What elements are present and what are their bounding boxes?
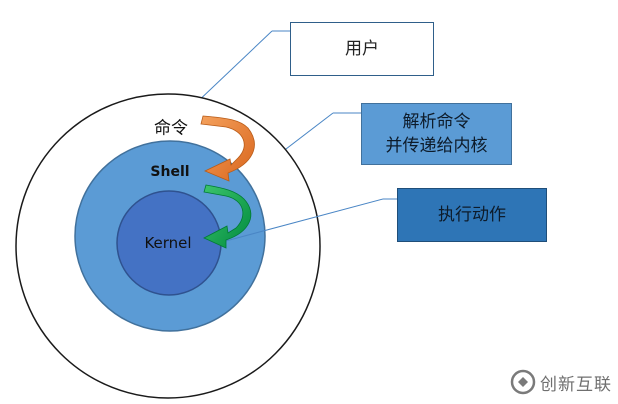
user-callout-box: 用户 — [290, 22, 434, 76]
parse-command-callout-box: 解析命令 并传递给内核 — [361, 103, 512, 165]
watermark: 创新互联 — [510, 360, 618, 404]
parse-callout-line-2: 并传递给内核 — [385, 136, 488, 156]
watermark-text: 创新互联 — [540, 374, 612, 395]
command-label: 命令 — [154, 118, 188, 139]
parse-callout-line-1: 解析命令 — [402, 112, 471, 132]
orange-curved-arrow — [200, 115, 255, 182]
watermark-logo-icon — [510, 369, 536, 395]
shell-label: Shell — [150, 164, 190, 180]
execute-leader-line — [221, 198, 384, 243]
execute-action-callout-box: 执行动作 — [397, 188, 547, 242]
green-curved-arrow — [203, 184, 252, 249]
kernel-label: Kernel — [144, 234, 192, 252]
user-leader-line — [192, 30, 273, 107]
user-callout-text: 用户 — [345, 39, 379, 59]
execute-callout-text: 执行动作 — [438, 205, 506, 225]
